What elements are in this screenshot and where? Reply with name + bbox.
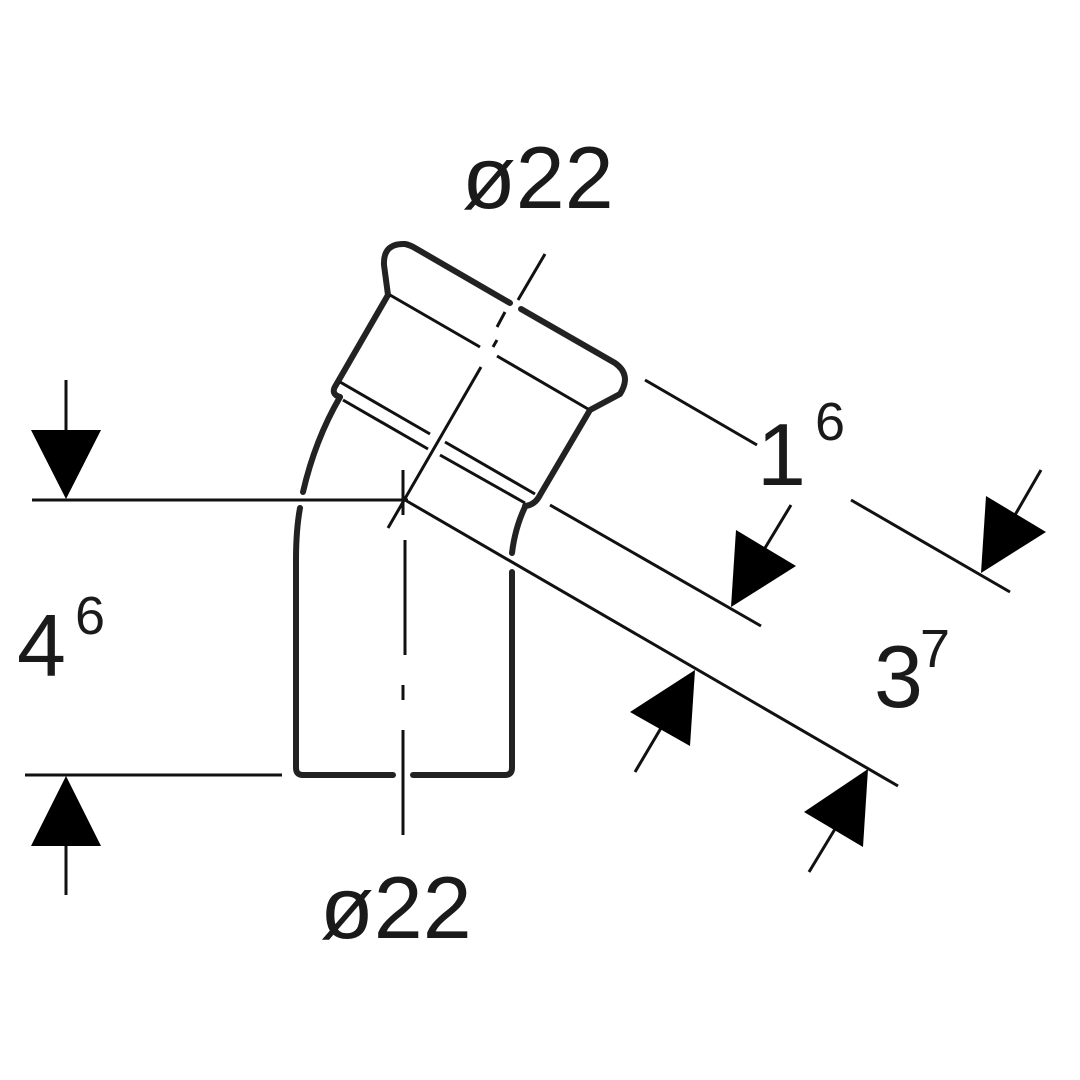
height-base: 4: [17, 596, 66, 695]
height-sup: 6: [75, 586, 105, 646]
arrow-icon: [804, 769, 868, 847]
arrow-icon: [630, 670, 695, 746]
fitting-inner-lines: [339, 293, 589, 505]
top-diameter-label: ø22: [462, 128, 614, 227]
insertion-depth-base: 1: [757, 405, 806, 504]
dimension-arrows: [31, 380, 1046, 895]
offset-sup: 7: [920, 619, 950, 679]
insertion-depth-sup: 6: [815, 392, 845, 452]
arrow-up-icon: [31, 776, 101, 846]
dimension-lines: [25, 378, 1011, 788]
dimension-labels: ø22 ø22 1 6 4 6 3 7: [17, 128, 950, 957]
arrow-icon: [981, 496, 1046, 573]
arrow-down-icon: [31, 430, 101, 499]
centerlines: [386, 253, 547, 835]
arrow-icon: [731, 530, 796, 607]
offset-base: 3: [874, 627, 923, 726]
pipe-outline: [293, 240, 628, 778]
bottom-diameter-label: ø22: [320, 858, 472, 957]
